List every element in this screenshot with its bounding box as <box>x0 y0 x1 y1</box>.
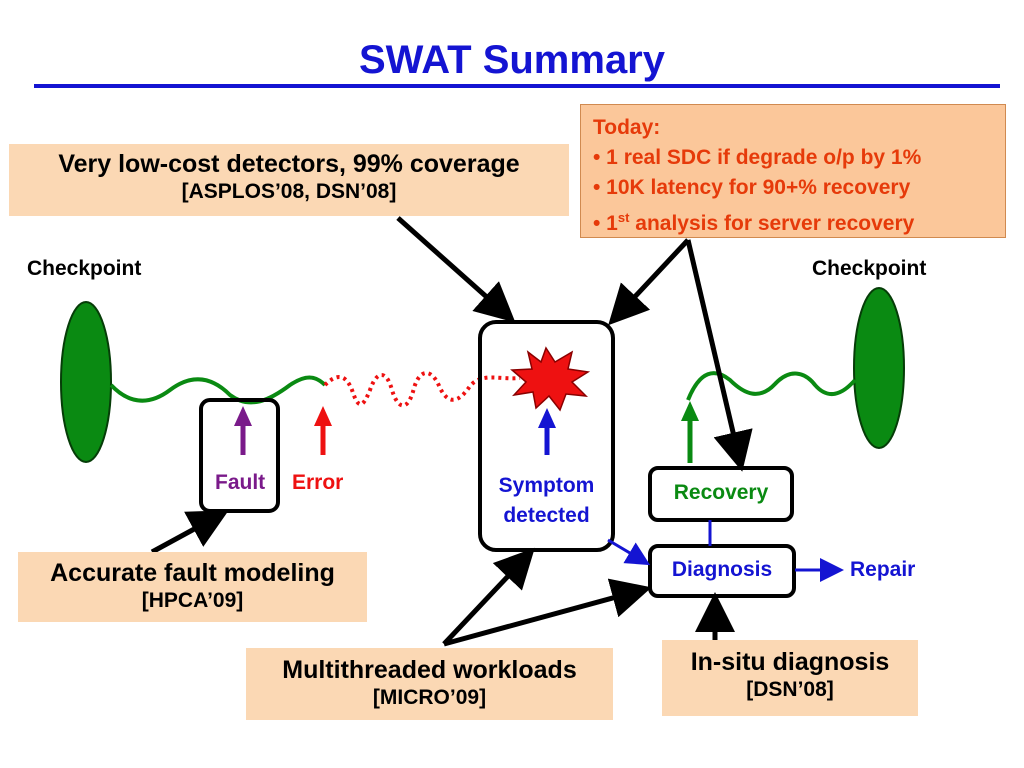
today-item-1: • 1 real SDC if degrade o/p by 1% <box>593 146 922 169</box>
recovery-arrow <box>681 401 699 463</box>
multithreaded-text: Multithreaded workloads <box>282 656 577 684</box>
fault-modeling-ref: [HPCA’09] <box>141 589 244 612</box>
symptom-explosion-icon <box>510 346 591 412</box>
insitu-text: In-situ diagnosis <box>690 648 890 676</box>
today-heading: Today: <box>593 116 661 139</box>
symptom-arrow <box>538 408 556 455</box>
multithreaded-pointer-symptom-arrow <box>442 547 535 646</box>
detectors-box: Very low-cost detectors, 99% coverage [A… <box>9 144 569 216</box>
checkpoint-left-label: Checkpoint <box>27 257 142 280</box>
insitu-ref: [DSN’08] <box>746 678 834 701</box>
fault-error-box <box>199 398 280 513</box>
fault-modeling-pointer-arrow <box>150 510 229 555</box>
page-title: SWAT Summary <box>359 38 665 82</box>
execution-wave-green-right <box>686 371 857 401</box>
today-item-3: • 1st analysis for server recovery <box>593 210 915 235</box>
multithreaded-box: Multithreaded workloads [MICRO’09] <box>246 648 613 720</box>
detectors-ref: [ASPLOS’08, DSN’08] <box>181 180 397 203</box>
fault-modeling-box: Accurate fault modeling [HPCA’09] <box>18 552 367 622</box>
symptom-to-diagnosis-arrow <box>607 538 651 566</box>
error-label: Error <box>292 471 344 494</box>
symptom-label: Symptom detected <box>498 474 595 527</box>
recovery-label: Recovery <box>673 481 769 504</box>
repair-label: Repair <box>850 558 916 581</box>
title-underline <box>34 84 1000 88</box>
fault-modeling-text: Accurate fault modeling <box>50 559 335 587</box>
today-pointer-recovery-arrow <box>685 239 753 472</box>
checkpoint-right-label: Checkpoint <box>812 257 927 280</box>
today-box: Today: • 1 real SDC if degrade o/p by 1%… <box>580 104 1006 238</box>
detectors-text: Very low-cost detectors, 99% coverage <box>58 150 520 178</box>
symptom-box <box>478 320 615 552</box>
fault-label: Fault <box>215 471 266 494</box>
detectors-pointer-arrow <box>396 216 516 323</box>
execution-wave-green-left <box>109 375 327 405</box>
checkpoint-right-ellipse <box>853 287 905 449</box>
multithreaded-pointer-diagnosis-arrow <box>443 578 652 647</box>
insitu-box: In-situ diagnosis [DSN’08] <box>662 640 918 716</box>
error-arrow <box>314 406 332 455</box>
execution-wave-red-dotted <box>323 371 521 408</box>
diagnosis-label: Diagnosis <box>671 558 773 581</box>
checkpoint-left-ellipse <box>60 301 112 463</box>
today-item-2: • 10K latency for 90+% recovery <box>593 176 911 199</box>
today-pointer-symptom-arrow <box>608 238 690 326</box>
multithreaded-ref: [MICRO’09] <box>372 686 487 709</box>
fault-arrow <box>234 406 252 455</box>
